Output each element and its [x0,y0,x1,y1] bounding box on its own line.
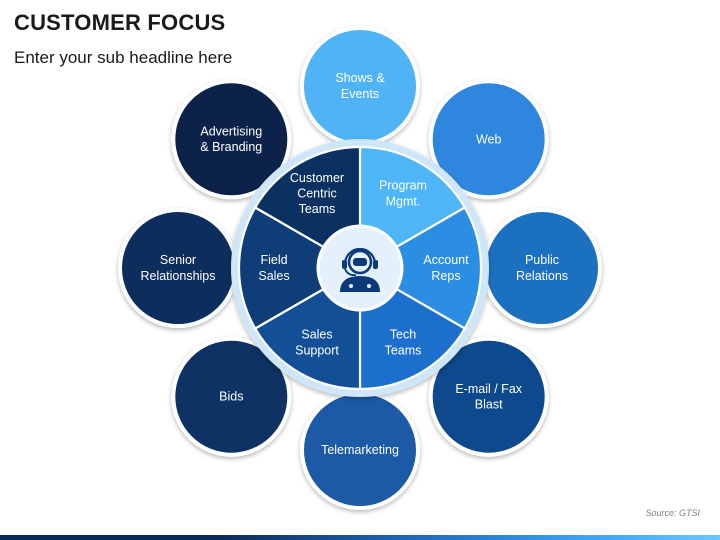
outer-circle-0: Shows & Events [300,26,420,146]
outer-circle-shape [428,336,549,457]
outer-circle-label: Relations [516,269,568,283]
pie-segment-label: Teams [299,202,336,216]
outer-circle-label: E-mail / Fax [455,382,522,396]
page-subtitle: Enter your sub headline here [14,48,233,67]
pie-segment-label: Centric [297,187,337,201]
pie-segment-shape [357,205,483,331]
outer-circle-label: Public [525,253,559,267]
outer-circle-4: Telemarketing [300,390,420,510]
center-circle [316,224,404,312]
outer-circle-shape [428,79,549,200]
outer-circle-label: Relationships [140,269,215,283]
outer-circle-label: Web [476,132,502,146]
pie-segment-label: Sales [258,269,289,283]
pie-segment-label: Program [379,179,427,193]
outer-circle-label: Advertising [200,124,262,138]
outer-circle-shape [171,79,292,200]
pie-segment-label: Field [260,253,287,267]
outer-circle-label: Senior [160,253,196,267]
outer-circle-7: Advertising & Branding [171,79,292,200]
page-title: CUSTOMER FOCUS [14,10,226,35]
pie-segment-label: Sales [301,328,332,342]
pie-segment-label: Reps [431,269,460,283]
pie-segment-label: Customer [290,171,344,185]
outer-circle-shape [171,336,292,457]
pie-segment-label: Teams [385,343,422,357]
outer-circle-label: & Branding [200,140,262,154]
pie-segment-shape [237,205,363,331]
pie-segment-label: Tech [390,328,416,342]
pie-segment-label: Mgmt. [386,194,421,208]
customer-headset-icon [340,247,380,292]
outer-circle-label: Bids [219,390,243,404]
outer-circle-1: Web [428,79,549,200]
outer-circle-label: Blast [475,398,503,412]
pie-segment-label: Support [295,343,339,357]
pie-segment-label: Account [423,253,469,267]
outer-circle-label: Shows & [335,71,385,85]
source-note: Source: GTSI [645,508,700,518]
outer-circle-5: Bids [171,336,292,457]
outer-circle-label: Telemarketing [321,443,399,457]
outer-circle-label: Events [341,87,379,101]
bottom-accent-bar [0,535,720,540]
